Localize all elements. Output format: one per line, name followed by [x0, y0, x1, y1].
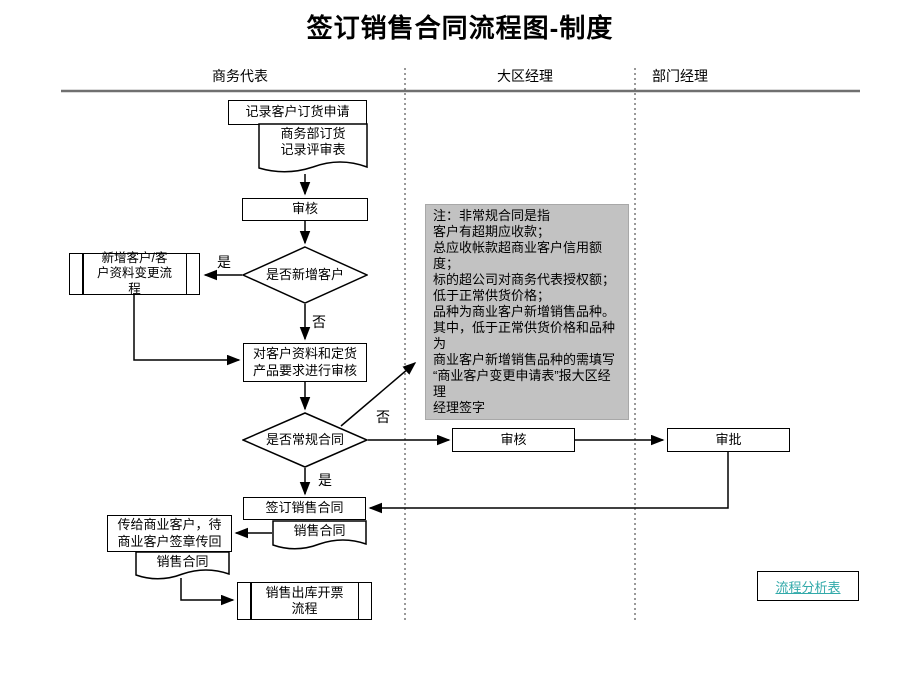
label-yes-new-customer: 是 [217, 254, 231, 270]
decision-new-customer-label: 是否新增客户 [265, 266, 344, 282]
page-title: 签订销售合同流程图-制度 [306, 13, 614, 43]
process-analysis-link-box: 流程分析表 [757, 571, 859, 601]
predef-bar-right [185, 254, 187, 294]
node-record-order: 记录客户订货申请 [228, 100, 367, 125]
note-box: 注：非常规合同是指 客户有超期应收款； 总应收帐款超商业客户信用额度； 标的超公… [425, 204, 629, 420]
predef-bar-left [250, 583, 252, 619]
doc-sales-contract-1-shape [272, 520, 367, 550]
lane-header-department-manager: 部门经理 [652, 68, 708, 84]
node-review-1: 审核 [242, 198, 368, 221]
lane-header-business-rep: 商务代表 [212, 68, 268, 84]
predef-bar-left [82, 254, 84, 294]
label-no-new-customer: 否 [312, 314, 326, 330]
lane-header-regional-manager: 大区经理 [497, 68, 553, 84]
doc-sales-contract-2-shape [135, 551, 230, 580]
node-review-customer-info: 对客户资料和定货 产品要求进行审核 [243, 343, 367, 382]
node-send-to-customer: 传给商业客户，待 商业客户签章传回 [107, 515, 232, 552]
doc-sales-contract-2-label: 销售合同 [156, 554, 209, 569]
label-yes-regular-contract: 是 [318, 472, 332, 488]
node-outbound-invoice-process: 销售出库开票 流程 [237, 582, 372, 620]
decision-regular-contract-shape [242, 412, 368, 468]
label-no-regular-contract: 否 [376, 409, 390, 425]
node-review-2: 审核 [452, 428, 575, 452]
doc-sales-contract-1-label: 销售合同 [293, 523, 346, 538]
predef-bar-right [357, 583, 359, 619]
doc-order-review-label: 商务部订货 记录评审表 [280, 126, 346, 158]
node-sign-contract: 签订销售合同 [243, 497, 366, 520]
node-new-customer-process: 新增客户/客 户资料变更流 程 [69, 250, 200, 296]
decision-regular-contract-label: 是否常规合同 [265, 431, 344, 447]
process-analysis-link[interactable]: 流程分析表 [775, 579, 841, 595]
node-approve: 审批 [667, 428, 790, 452]
node-new-customer-process-label: 新增客户/客 户资料变更流 程 [96, 250, 172, 296]
doc-order-review-shape [258, 123, 368, 173]
node-outbound-invoice-process-label: 销售出库开票 流程 [265, 584, 344, 616]
decision-new-customer-shape [242, 246, 368, 304]
